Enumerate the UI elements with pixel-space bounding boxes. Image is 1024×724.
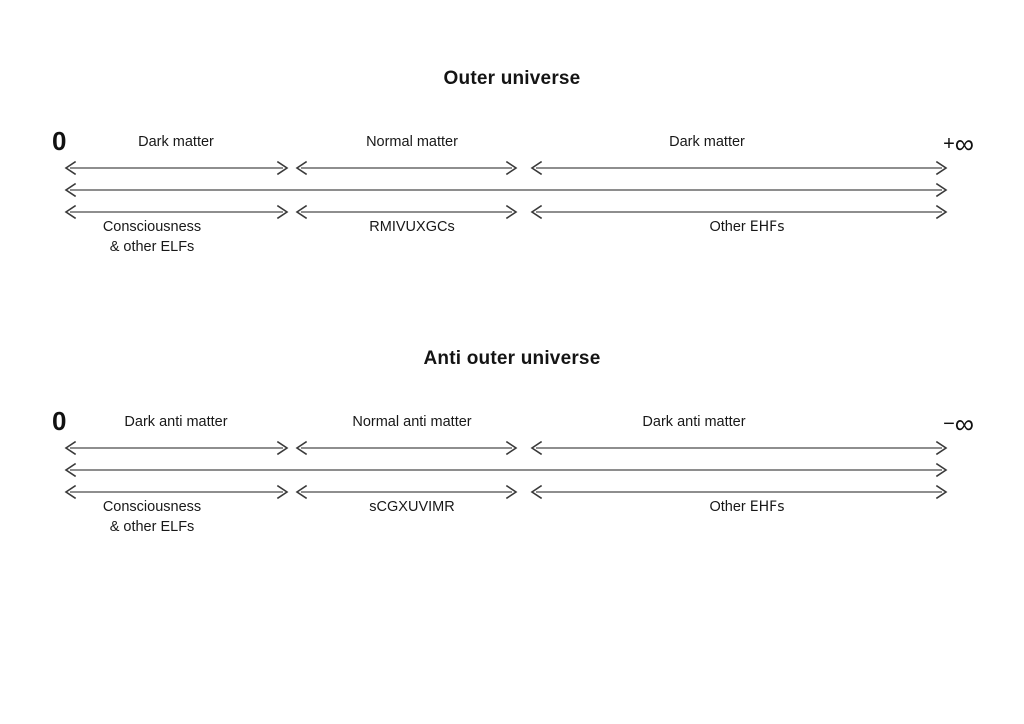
- bottom-label-segment-2: RMIVUXGCs: [369, 219, 455, 235]
- arrow-segment-2: [295, 440, 518, 456]
- infinity-sign: +: [943, 133, 955, 155]
- bottom-label-segment-3-plain: Other: [709, 219, 750, 235]
- left-endpoint-zero: 0: [52, 406, 67, 436]
- infinity-icon: ∞: [954, 129, 974, 159]
- arrow-row-middle: [0, 182, 1024, 198]
- bottom-label-segment-1: Consciousness & other ELFs: [67, 218, 237, 257]
- top-label-segment-1: Dark matter: [138, 134, 214, 150]
- arrow-segment-2: [295, 204, 518, 220]
- bottom-label-line-1: Consciousness: [102, 219, 202, 235]
- bottom-label-segment-3: Other EHFs: [709, 498, 784, 518]
- right-endpoint-infinity: +∞: [943, 131, 974, 158]
- right-endpoint-negative-infinity: −∞: [943, 411, 974, 438]
- bottom-label-segment-2: sCGXUVIMR: [369, 499, 455, 515]
- bottom-label-line-1: Consciousness: [102, 499, 202, 515]
- bottom-label-row: Consciousness & other ELFs sCGXUVIMR Oth…: [0, 498, 1024, 535]
- top-label-segment-3: Dark anti matter: [642, 414, 746, 430]
- bottom-label-segment-3: Other EHFs: [709, 218, 784, 238]
- bottom-label-segment-3-alt: EHFs: [749, 219, 785, 235]
- arrow-row-middle: [0, 462, 1024, 478]
- bottom-label-segment-3-alt: EHFs: [749, 499, 785, 515]
- bottom-label-segment-1: Consciousness & other ELFs: [67, 498, 237, 537]
- negative-sign: −: [943, 413, 955, 435]
- arrow-row-bottom: [0, 204, 1024, 220]
- top-label-segment-3: Dark matter: [669, 134, 745, 150]
- arrow-row-top: [0, 440, 1024, 456]
- left-endpoint-zero: 0: [52, 126, 67, 156]
- axis-area-anti-outer-universe: 0 −∞ Dark anti matter Normal anti matter…: [0, 408, 1024, 558]
- arrow-segment-3: [530, 204, 948, 220]
- arrow-full-span: [64, 182, 948, 198]
- top-label-segment-2: Normal matter: [366, 134, 458, 150]
- top-label-segment-1: Dark anti matter: [124, 414, 228, 430]
- bottom-label-row: Consciousness & other ELFs RMIVUXGCs Oth…: [0, 218, 1024, 255]
- top-label-segment-2: Normal anti matter: [352, 414, 472, 430]
- arrow-segment-3: [530, 440, 948, 456]
- diagram-title-outer-universe: Outer universe: [443, 68, 581, 89]
- diagram-title-anti-outer-universe: Anti outer universe: [423, 348, 601, 369]
- arrow-segment-2: [295, 484, 518, 500]
- bottom-label-line-2: & other ELFs: [109, 238, 195, 255]
- arrow-segment-2: [295, 160, 518, 176]
- bottom-label-segment-3-plain: Other: [709, 499, 750, 515]
- arrow-segment-3: [530, 160, 948, 176]
- bottom-label-line-2: & other ELFs: [109, 518, 195, 535]
- top-label-row: Dark anti matter Normal anti matter Dark…: [0, 413, 1024, 433]
- top-label-row: Dark matter Normal matter Dark matter: [0, 133, 1024, 153]
- arrow-segment-1: [64, 160, 289, 176]
- arrow-full-span: [64, 462, 948, 478]
- arrow-row-bottom: [0, 484, 1024, 500]
- arrow-segment-1: [64, 440, 289, 456]
- axis-area-outer-universe: 0 +∞ Dark matter Normal matter Dark matt…: [0, 128, 1024, 278]
- arrow-row-top: [0, 160, 1024, 176]
- infinity-icon: ∞: [954, 409, 974, 439]
- arrow-segment-1: [64, 204, 289, 220]
- arrow-segment-1: [64, 484, 289, 500]
- arrow-segment-3: [530, 484, 948, 500]
